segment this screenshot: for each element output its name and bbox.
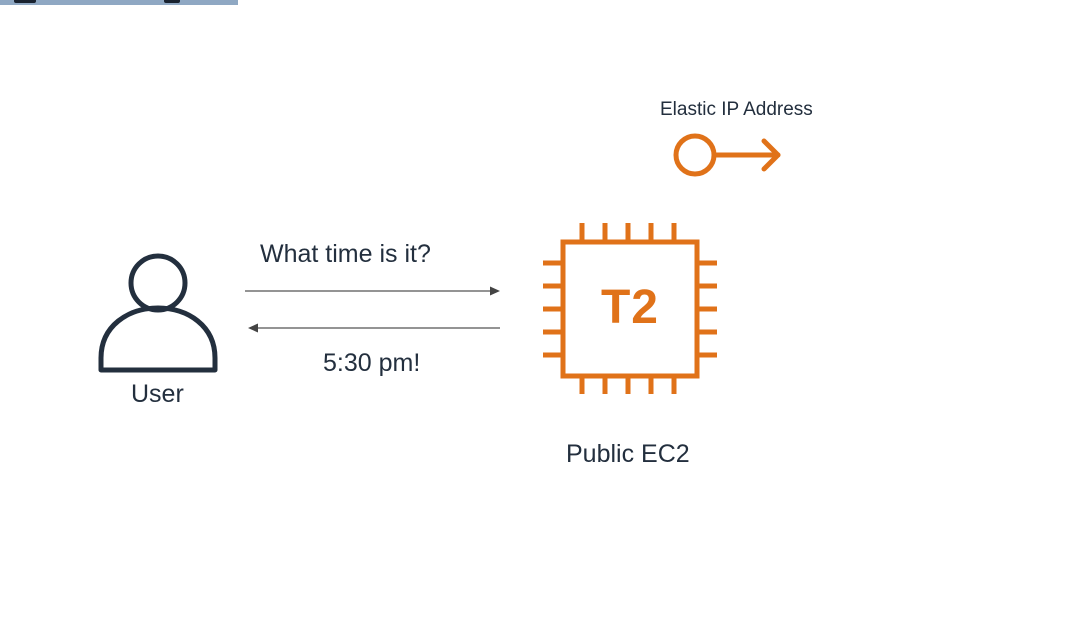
elastic-ip-label: Elastic IP Address [660, 99, 813, 120]
response-label: 5:30 pm! [323, 349, 421, 377]
request-label: What time is it? [260, 240, 431, 268]
title-bar-remnant [0, 0, 238, 5]
elastic-ip-icon [673, 133, 781, 177]
user-label: User [131, 380, 184, 408]
ec2-chip-icon [543, 223, 717, 394]
ec2-chip-text: T2 [600, 281, 659, 334]
title-glyph [164, 0, 180, 3]
user-icon [98, 253, 218, 373]
response-arrow [248, 323, 500, 333]
title-glyph [14, 0, 36, 3]
ec2-label: Public EC2 [566, 440, 690, 468]
request-arrow [245, 286, 500, 296]
